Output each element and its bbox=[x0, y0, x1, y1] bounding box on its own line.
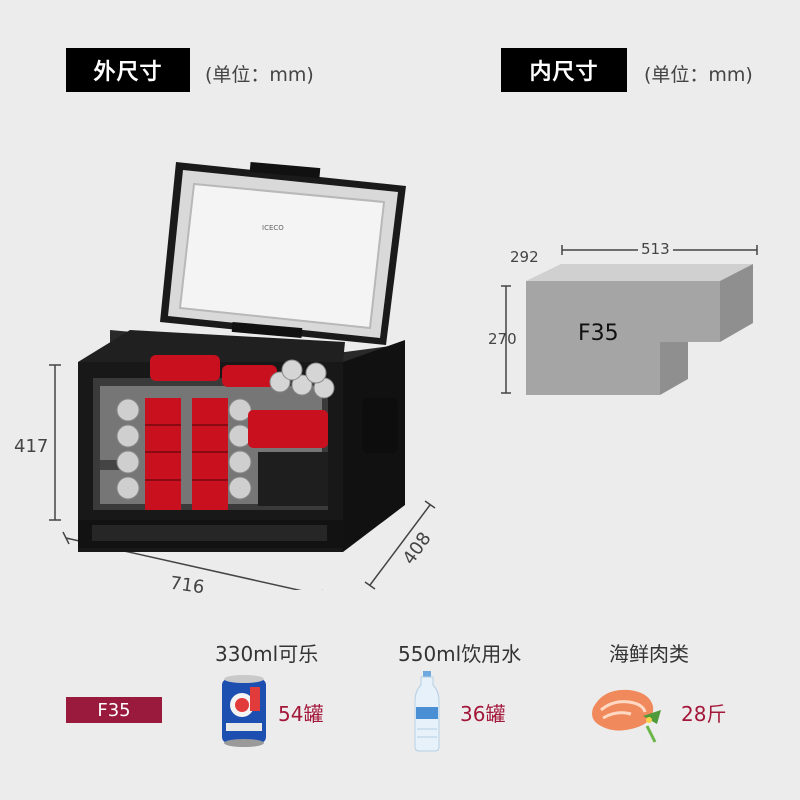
salmon-steak-icon bbox=[592, 689, 661, 743]
inner-model-label: F35 bbox=[578, 321, 619, 346]
capacity-item-count: 28斤 bbox=[681, 702, 727, 726]
capacity-item-count: 36罐 bbox=[460, 702, 506, 726]
capacity-item-title: 330ml可乐 bbox=[215, 642, 319, 666]
inner-dimension-diagram bbox=[501, 245, 758, 395]
outer-height-label: 417 bbox=[14, 436, 49, 457]
soda-can-icon bbox=[222, 675, 266, 747]
cooler-illustration: ICECO bbox=[49, 161, 436, 590]
capacity-model-tag: F35 bbox=[66, 697, 162, 723]
inner-unit-label: (单位：mm) bbox=[644, 64, 753, 86]
inner-size-title: 内尺寸 bbox=[501, 48, 627, 92]
lid-logo: ICECO bbox=[262, 224, 284, 232]
capacity-item-title: 海鲜肉类 bbox=[609, 642, 689, 666]
water-bottle-icon bbox=[414, 671, 440, 752]
outer-size-title: 外尺寸 bbox=[66, 48, 190, 92]
inner-height-label: 270 bbox=[488, 330, 517, 348]
outer-unit-label: (单位：mm) bbox=[205, 64, 314, 86]
capacity-item-title: 550ml饮用水 bbox=[398, 642, 522, 666]
inner-depth-label: 292 bbox=[510, 248, 539, 266]
inner-width-label: 513 bbox=[638, 240, 673, 258]
cooler-lid: ICECO bbox=[160, 161, 406, 345]
soda-cans bbox=[116, 355, 335, 510]
outer-width-label: 716 bbox=[168, 572, 206, 599]
capacity-item-count: 54罐 bbox=[278, 702, 324, 726]
